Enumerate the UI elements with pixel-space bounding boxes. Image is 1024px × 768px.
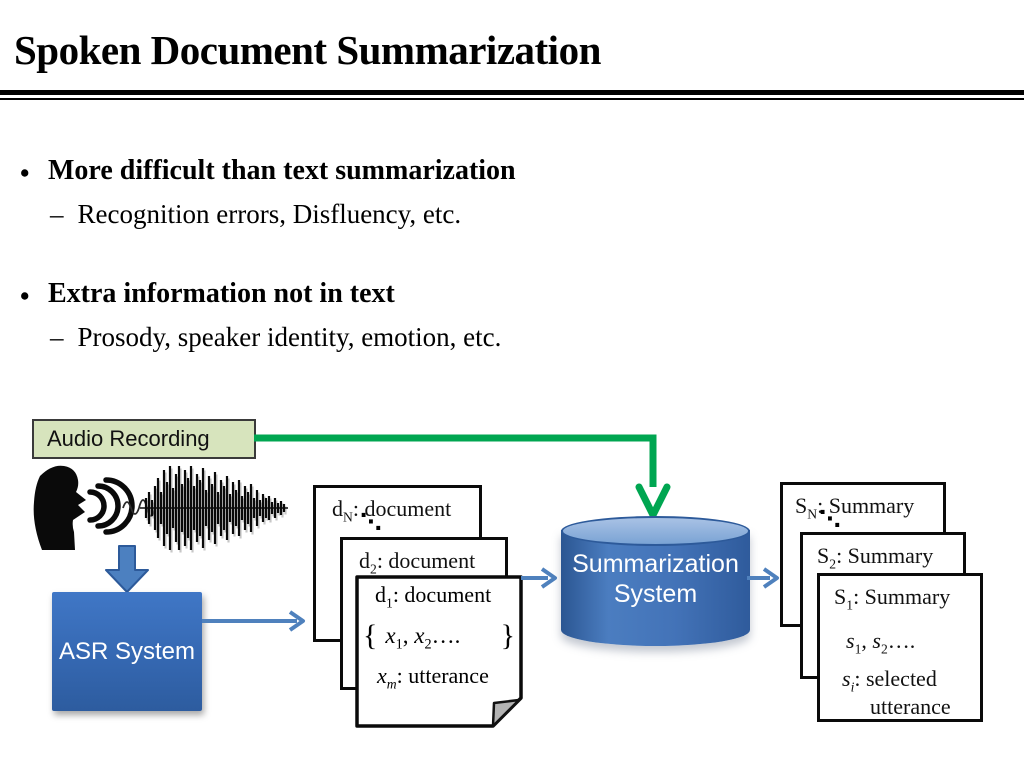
sub-bullet-dash: –: [50, 199, 64, 229]
bullet-item-1: More difficult than text summarization: [48, 155, 516, 186]
audio-recording-label: Audio Recording: [47, 426, 210, 451]
audio-to-summarizer-arrow: [254, 434, 671, 519]
document-card-1: d1: document { x1, x2…. } xm: utterance: [355, 575, 523, 728]
summary-card-n-label: SN: Summary: [795, 493, 915, 522]
sub-bullet-1: – Recognition errors, Disfluency, etc.: [50, 199, 461, 230]
summary-card-1-set-line: s1, s2….: [846, 628, 916, 657]
summarization-system-label: Summarization System: [572, 550, 739, 608]
folded-page-outline: [355, 575, 523, 728]
summarizer-to-summaries-arrow: [747, 567, 779, 589]
sub-bullet-1-text: Recognition errors, Disfluency, etc.: [77, 199, 462, 229]
speaker-waveform-icon: [33, 465, 288, 553]
docs-to-summarizer-arrow: [521, 567, 557, 589]
waveform-icon: [140, 466, 288, 553]
folded-corner-icon: [491, 698, 521, 728]
sound-waves-icon: [87, 477, 135, 535]
bullet-marker: •: [20, 158, 30, 188]
title-rule-thick: [0, 90, 1024, 95]
summarization-cylinder-body: [561, 530, 750, 646]
asr-system-label: ASR System: [58, 637, 196, 665]
bullet-marker: •: [20, 281, 30, 311]
sub-bullet-2: – Prosody, speaker identity, emotion, et…: [50, 322, 501, 353]
summarization-cylinder-top: [561, 516, 750, 546]
speaker-head-icon: [33, 465, 86, 550]
diagonal-ellipsis-icon: ⋱: [360, 510, 383, 535]
title-rule-thin: [0, 98, 1024, 100]
sub-bullet-2-text: Prosody, speaker identity, emotion, etc.: [77, 322, 502, 352]
audio-recording-box: Audio Recording: [32, 419, 256, 459]
document-card-1-item-line: xm: utterance: [377, 663, 489, 692]
summary-card-1-item-line-2: utterance: [870, 694, 951, 719]
summary-card-1: S1: Summary s1, s2…. si: selected uttera…: [817, 573, 983, 722]
summary-card-2-label: S2: Summary: [817, 543, 934, 572]
document-card-1-set-line: { x1, x2…. }: [363, 619, 515, 653]
slide-title: Spoken Document Summarization: [14, 27, 601, 73]
bullet-item-2: Extra information not in text: [48, 278, 395, 309]
asr-to-docs-arrow: [202, 610, 305, 632]
document-card-2-label: d2: document: [359, 548, 476, 577]
sub-bullet-dash: –: [50, 322, 64, 352]
summary-card-1-item-line: si: selected: [842, 666, 937, 695]
document-card-1-title: d1: document: [375, 582, 492, 611]
summary-card-1-title: S1: Summary: [834, 584, 951, 613]
waveform-to-asr-arrow: [105, 545, 149, 593]
diagonal-ellipsis-icon: ⋱: [819, 507, 842, 532]
asr-system-box: ASR System: [52, 592, 202, 711]
document-card-n-label: dN: document: [332, 496, 452, 525]
